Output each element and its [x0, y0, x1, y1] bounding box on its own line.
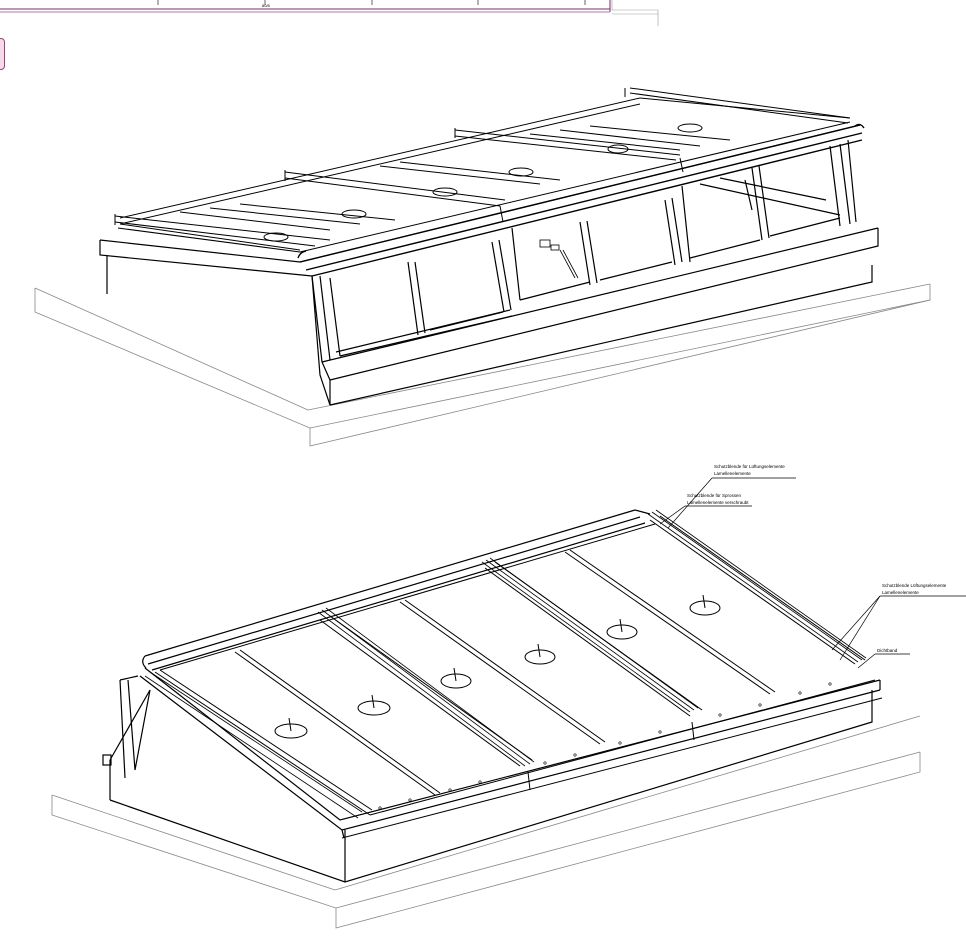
drawing-frame-header — [0, 0, 611, 13]
bottom-panels — [154, 515, 883, 839]
bottom-walls — [102, 675, 873, 883]
annotation-1-line-2: Lamellenelemente — [714, 471, 751, 476]
side-panel-tab[interactable] — [0, 38, 5, 70]
top-base-slab — [34, 283, 931, 447]
annotation-3-line-2: Lamellenelemente — [882, 590, 919, 595]
top-view — [34, 87, 931, 447]
annotation-2-line-2: Lamellenelemente verschraubt — [687, 500, 749, 505]
top-roof — [114, 87, 851, 253]
annotation-3-line-1: Schutzblende Lüftungselemente — [882, 583, 947, 588]
annotation-leaders — [659, 477, 966, 669]
front-ridge — [297, 123, 865, 277]
vent-actuator — [539, 239, 579, 279]
front-glazing — [311, 139, 857, 363]
drawing-frame-gray — [611, 0, 659, 26]
screw-dots — [378, 682, 832, 810]
bottom-base-slab — [51, 715, 921, 929]
bottom-view — [51, 509, 921, 929]
header-ticks — [157, 0, 586, 5]
annotation-2-line-1: Schutzblende für Sprossen — [687, 493, 742, 498]
annotation-4: Dichtband — [877, 648, 898, 653]
rafter-bars — [144, 509, 867, 819]
dimension-label: 80/8 — [262, 3, 271, 8]
bottom-ridge — [142, 509, 651, 671]
annotation-1-line-1: Schutzblende für Lüftungselemente — [714, 464, 785, 469]
top-curb — [99, 124, 879, 406]
